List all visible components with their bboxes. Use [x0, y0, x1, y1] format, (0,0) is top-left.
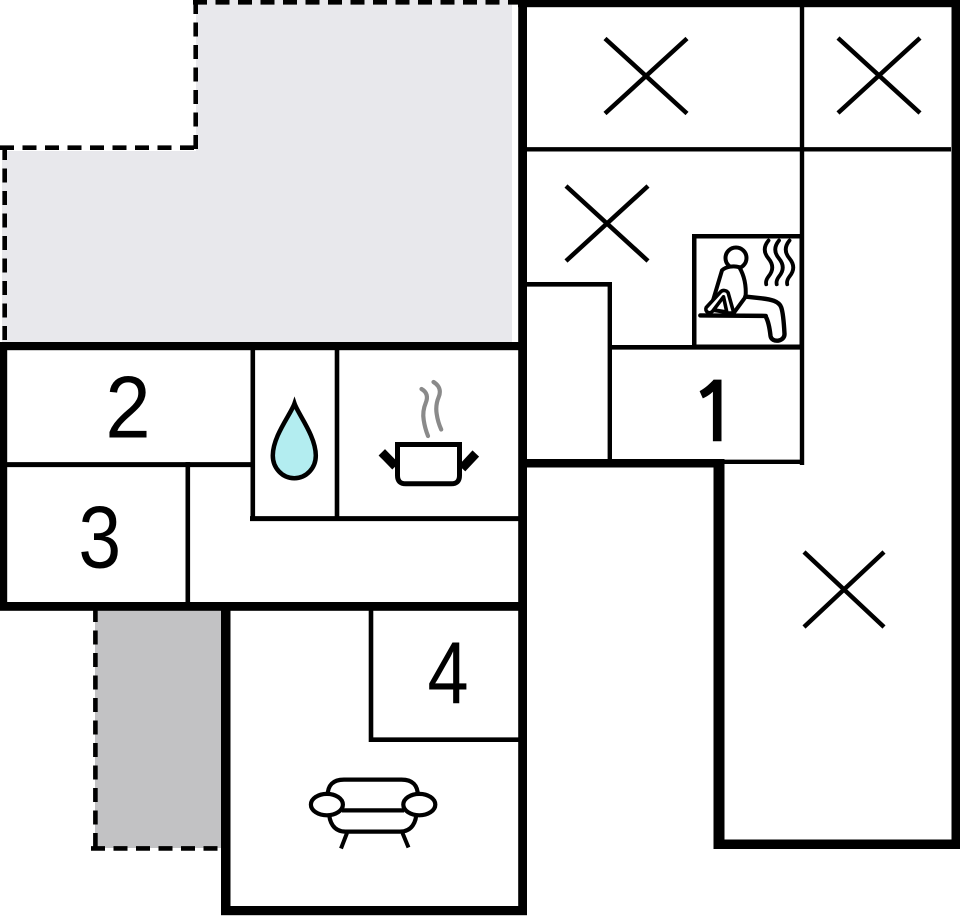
svg-text:2: 2 [105, 358, 150, 457]
svg-text:4: 4 [427, 624, 468, 723]
svg-text:3: 3 [78, 488, 121, 587]
